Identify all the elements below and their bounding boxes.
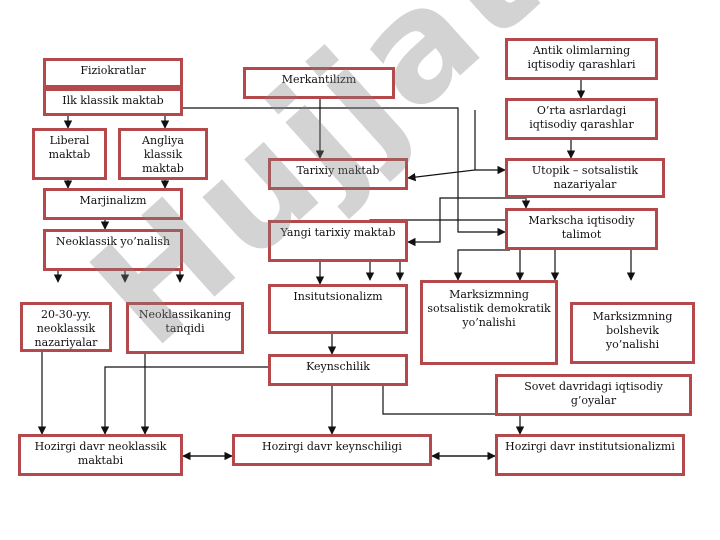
- connector-arrow-29: [382, 386, 525, 435]
- box-tarixiy: Tarixiy maktab: [268, 158, 408, 190]
- box-hoz-neoklassik: Hozirgi davr neoklassik maktabi: [18, 434, 183, 476]
- box-institutsionalizm: Insitutsionalizm: [268, 284, 408, 334]
- box-ilk-klassik: Ilk klassik maktab: [43, 88, 183, 116]
- connector-arrow-26: [100, 366, 268, 435]
- box-liberal: Liberal maktab: [32, 128, 107, 180]
- box-neo-2030: 20-30-yy. neoklassik nazariyalar: [20, 302, 112, 352]
- connector-arrow-20: [453, 249, 510, 281]
- box-neo-tanqid: Neoklassikaning tanqidi: [126, 302, 244, 354]
- box-fiziokratlar: Fiziokratlar: [43, 58, 183, 88]
- connector-arrow-11: [407, 110, 476, 182]
- box-hoz-keyns: Hozirgi davr keynschiligi: [232, 434, 432, 466]
- box-angliya: Angliya klassik maktab: [118, 128, 208, 180]
- box-utopik: Utopik – sotsalistik nazariyalar: [505, 158, 665, 198]
- box-orta-asr: O’rta asrlardagi iqtisodiy qarashlar: [505, 98, 658, 140]
- box-marks-talimot: Markscha iqtisodiy talimot: [505, 208, 658, 250]
- box-marjinalizm: Marjinalizm: [43, 188, 183, 220]
- box-marks-demokratik: Marksizmning sotsalistik demokratik yo’n…: [420, 280, 558, 365]
- box-marks-bolshevik: Marksizmning bolshevik yo’nalishi: [570, 302, 695, 364]
- box-neoklassik: Neoklassik yo’nalish: [43, 229, 183, 271]
- box-sovet: Sovet davridagi iqtisodiy g’oyalar: [495, 374, 692, 416]
- box-antik: Antik olimlarning iqtisodiy qarashlari: [505, 38, 658, 80]
- box-merkantilizm: Merkantilizm: [243, 67, 395, 99]
- box-yangi-tarixiy: Yangi tarixiy maktab: [268, 220, 408, 262]
- box-hoz-inst: Hozirgi davr institutsionalizmi: [495, 434, 685, 476]
- box-keynschilik: Keynschilik: [268, 354, 408, 386]
